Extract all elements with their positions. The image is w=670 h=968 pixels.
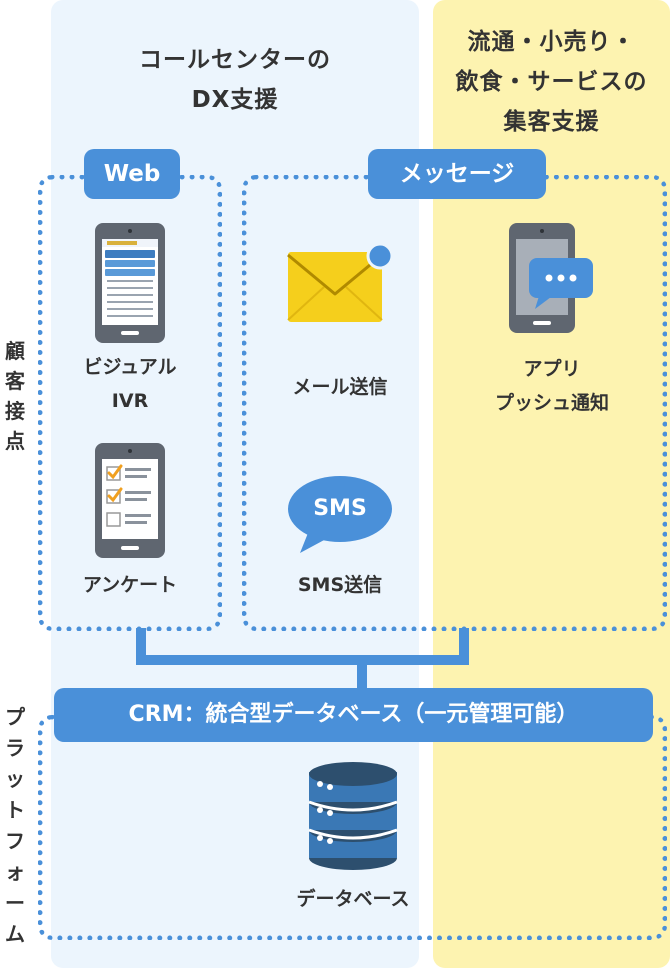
visual-ivr-label-line2: IVR bbox=[111, 390, 149, 412]
platform-char: ム bbox=[5, 922, 25, 946]
platform-side-label: プ ラ ッ ト フ ォ ー ム bbox=[0, 702, 30, 950]
database-icon bbox=[306, 760, 400, 874]
platform-char: フ bbox=[5, 829, 25, 853]
app-push-label-line2: プッシュ通知 bbox=[494, 392, 609, 414]
touchpoint-char: 点 bbox=[5, 429, 25, 453]
visual-ivr-phone-icon bbox=[95, 223, 165, 343]
touchpoint-char: 客 bbox=[5, 369, 25, 393]
message-connector bbox=[459, 628, 469, 660]
platform-char: プ bbox=[5, 705, 25, 729]
touchpoint-char: 顧 bbox=[5, 339, 25, 363]
sms-label: SMS送信 bbox=[297, 574, 383, 596]
web-connector bbox=[136, 628, 146, 660]
callcenter-heading: コールセンターの DX支援 bbox=[51, 40, 419, 120]
retail-heading: 流通・小売り・ 飲食・サービスの 集客支援 bbox=[433, 22, 670, 142]
web-pill: Web bbox=[84, 149, 180, 199]
connector-bar bbox=[136, 655, 469, 665]
sms-bubble-text: SMS bbox=[313, 496, 367, 521]
message-pill: メッセージ bbox=[368, 149, 546, 199]
app-push-label: アプリ プッシュ通知 bbox=[440, 352, 664, 420]
platform-char: ー bbox=[5, 891, 25, 915]
retail-heading-line1: 流通・小売り・ bbox=[467, 29, 636, 55]
crm-connector bbox=[357, 660, 367, 692]
platform-char: ト bbox=[5, 798, 25, 822]
touchpoint-side-label: 顧 客 接 点 bbox=[0, 336, 30, 456]
retail-heading-line2: 飲食・サービスの bbox=[455, 69, 648, 95]
survey-label: アンケート bbox=[82, 574, 178, 596]
envelope-icon bbox=[286, 242, 396, 327]
platform-char: ォ bbox=[5, 860, 25, 884]
platform-char: ラ bbox=[5, 736, 25, 760]
callcenter-heading-line2: DX支援 bbox=[191, 87, 279, 113]
app-push-label-line1: アプリ bbox=[523, 358, 581, 380]
sms-bubble-icon: SMS bbox=[286, 475, 394, 555]
visual-ivr-label-line1: ビジュアル bbox=[83, 356, 177, 378]
callcenter-heading-line1: コールセンターの bbox=[139, 47, 331, 73]
visual-ivr-label: ビジュアル IVR bbox=[38, 350, 222, 418]
app-phone-icon bbox=[509, 223, 599, 335]
retail-heading-line3: 集客支援 bbox=[503, 109, 600, 135]
database-label: データベース bbox=[296, 888, 410, 910]
platform-char: ッ bbox=[5, 767, 25, 791]
survey-phone-icon bbox=[95, 443, 165, 558]
mail-label: メール送信 bbox=[292, 376, 388, 398]
crm-pill: CRM：統合型データベース（一元管理可能） bbox=[54, 688, 653, 742]
touchpoint-char: 接 bbox=[5, 399, 25, 423]
